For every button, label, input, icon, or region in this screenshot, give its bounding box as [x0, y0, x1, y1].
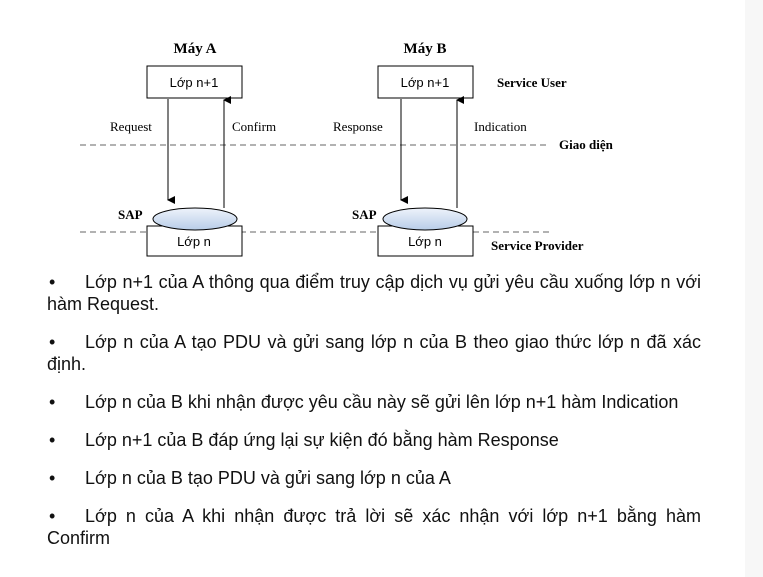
sap-a-label: SAP	[118, 207, 143, 222]
page-edge-strip	[745, 0, 763, 577]
sap-a-ellipse	[152, 207, 238, 231]
layer-upper-a-box	[146, 65, 243, 99]
list-item: • Lớp n của B tạo PDU và gửi sang lớp n …	[47, 467, 701, 489]
sap-b-ellipse	[382, 207, 468, 231]
list-item: • Lớp n của B khi nhận được yêu cầu này …	[47, 391, 701, 413]
list-item: • Lớp n của A khi nhận được trả lời sẽ x…	[47, 505, 701, 549]
confirm-label: Confirm	[232, 119, 276, 134]
list-item-text: Lớp n của A khi nhận được trả lời sẽ xác…	[47, 506, 701, 548]
request-label: Request	[110, 119, 152, 134]
layer-upper-b-label: Lớp n+1	[401, 75, 450, 90]
list-item: • Lớp n của A tạo PDU và gửi sang lớp n …	[47, 331, 701, 375]
list-item: • Lớp n+1 của A thông qua điểm truy cập …	[47, 271, 701, 315]
list-item-text: Lớp n+1 của B đáp ứng lại sự kiện đó bằn…	[85, 430, 559, 450]
bullet-dot: •	[49, 468, 56, 488]
bullet-dot: •	[49, 430, 56, 450]
bullet-dot: •	[49, 332, 56, 352]
service-provider-label: Service Provider	[491, 238, 584, 253]
layer-lower-a-label: Lớp n	[177, 234, 211, 249]
list-item-text: Lớp n+1 của A thông qua điểm truy cập dị…	[47, 272, 701, 314]
list-item: • Lớp n+1 của B đáp ứng lại sự kiện đó b…	[47, 429, 701, 451]
interface-label: Giao diện	[559, 137, 614, 152]
bullet-dot: •	[49, 272, 56, 292]
sap-b-label: SAP	[352, 207, 377, 222]
machine-a-title: Máy A	[174, 41, 217, 57]
layer-lower-a-box	[146, 225, 243, 257]
layer-lower-b-box	[377, 225, 474, 257]
bullet-dot: •	[49, 506, 56, 526]
layer-lower-b-label: Lớp n	[408, 234, 442, 249]
indication-label: Indication	[474, 119, 527, 134]
list-item-text: Lớp n của B khi nhận được yêu cầu này sẽ…	[85, 392, 679, 412]
layer-upper-a-label: Lớp n+1	[170, 75, 219, 90]
layer-upper-b-box	[377, 65, 474, 99]
service-primitives-diagram: Máy A Máy B Lớp n+1 Lớp n+1 Service User…	[80, 41, 614, 257]
bullet-list: • Lớp n+1 của A thông qua điểm truy cập …	[47, 271, 701, 565]
list-item-text: Lớp n của A tạo PDU và gửi sang lớp n củ…	[47, 332, 701, 374]
bullet-dot: •	[49, 392, 56, 412]
machine-b-title: Máy B	[404, 41, 447, 57]
service-user-label: Service User	[497, 75, 567, 90]
response-label: Response	[333, 119, 383, 134]
list-item-text: Lớp n của B tạo PDU và gửi sang lớp n củ…	[85, 468, 451, 488]
